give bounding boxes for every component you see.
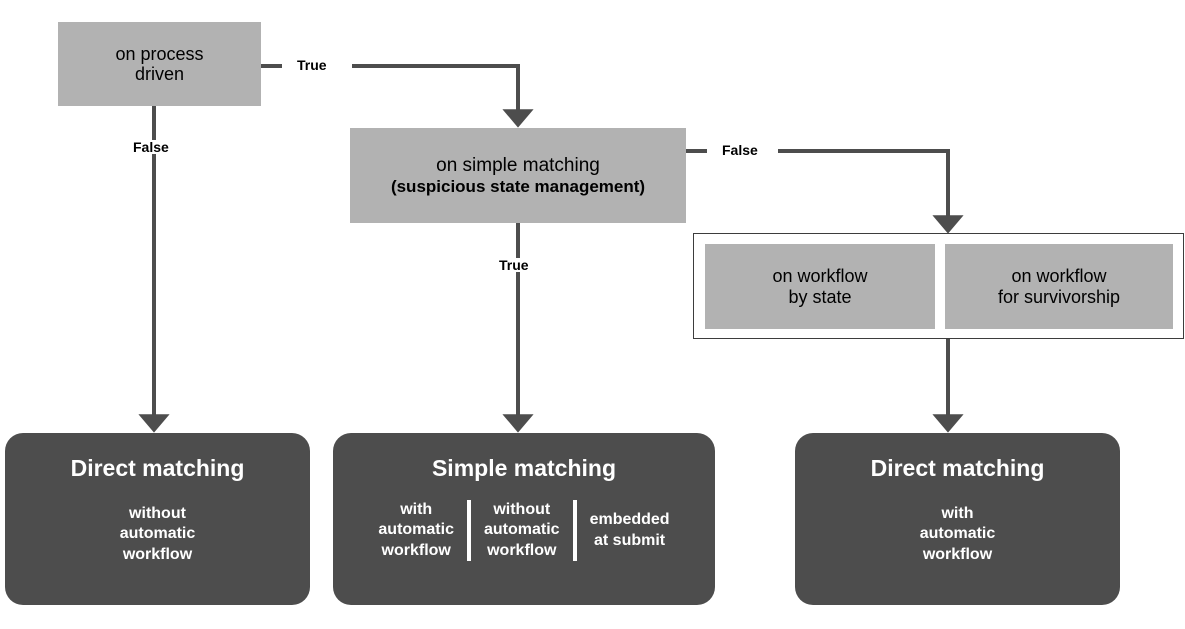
- terminal-title: Direct matching: [870, 455, 1045, 481]
- column-divider: [572, 500, 577, 562]
- edge-process-true: [260, 64, 534, 128]
- decision-line-2: by state: [788, 286, 852, 307]
- edge-label-process-true: True: [292, 58, 332, 72]
- terminal-column-embedded-at-submit: embedded at submit: [579, 500, 681, 561]
- terminal-col-line: automatic: [378, 521, 454, 539]
- decision-on-simple-matching[interactable]: on simple matching (suspicious state man…: [350, 128, 686, 223]
- terminal-title: Simple matching: [431, 455, 617, 481]
- edge-label-simple-true: True: [494, 258, 534, 272]
- terminal-sub-line: with: [941, 505, 974, 522]
- workflow-options-container: on workflow by state on workflow for sur…: [693, 233, 1184, 339]
- terminal-simple-matching[interactable]: Simple matching with automatic workflow …: [333, 433, 715, 605]
- decision-line-1: on process: [115, 43, 204, 64]
- terminal-title: Direct matching: [70, 455, 245, 481]
- terminal-columns: with automatic workflow without automati…: [367, 500, 681, 562]
- terminal-column-without-automatic-workflow: without automatic workflow: [473, 500, 571, 561]
- decision-line-1: on workflow: [772, 266, 868, 287]
- terminal-col-line: at submit: [594, 531, 666, 549]
- terminal-subtitle: without automatic workflow: [120, 504, 196, 565]
- terminal-direct-matching-with[interactable]: Direct matching with automatic workflow: [795, 433, 1120, 605]
- decision-line-2: for survivorship: [997, 286, 1121, 307]
- edge-label-process-false: False: [128, 140, 174, 154]
- decision-line-2: (suspicious state management): [390, 176, 646, 196]
- edge-label-simple-false: False: [717, 143, 763, 157]
- decision-line-1: on simple matching: [436, 155, 600, 177]
- column-divider: [466, 500, 471, 562]
- terminal-sub-line: without: [129, 505, 186, 522]
- decision-line-2: driven: [134, 64, 185, 84]
- terminal-col-line: workflow: [487, 541, 557, 559]
- decision-on-process-driven[interactable]: on process driven: [58, 22, 261, 106]
- terminal-direct-matching-without[interactable]: Direct matching without automatic workfl…: [5, 433, 310, 605]
- terminal-col-line: without: [493, 501, 551, 518]
- terminal-sub-line: workflow: [122, 545, 193, 563]
- decision-line-1: on workflow: [1011, 266, 1107, 287]
- terminal-subtitle: with automatic workflow: [920, 504, 996, 565]
- decision-on-workflow-for-survivorship[interactable]: on workflow for survivorship: [945, 244, 1173, 329]
- terminal-sub-line: workflow: [922, 545, 993, 563]
- terminal-sub-line: automatic: [119, 525, 196, 543]
- terminal-column-with-automatic-workflow: with automatic workflow: [367, 500, 465, 561]
- terminal-sub-line: automatic: [919, 525, 996, 543]
- decision-on-workflow-by-state[interactable]: on workflow by state: [705, 244, 935, 329]
- edge-simple-false: [685, 149, 964, 234]
- terminal-col-line: automatic: [483, 521, 560, 539]
- terminal-col-line: embedded: [589, 511, 670, 529]
- terminal-col-line: workflow: [381, 541, 451, 559]
- terminal-col-line: with: [400, 501, 433, 518]
